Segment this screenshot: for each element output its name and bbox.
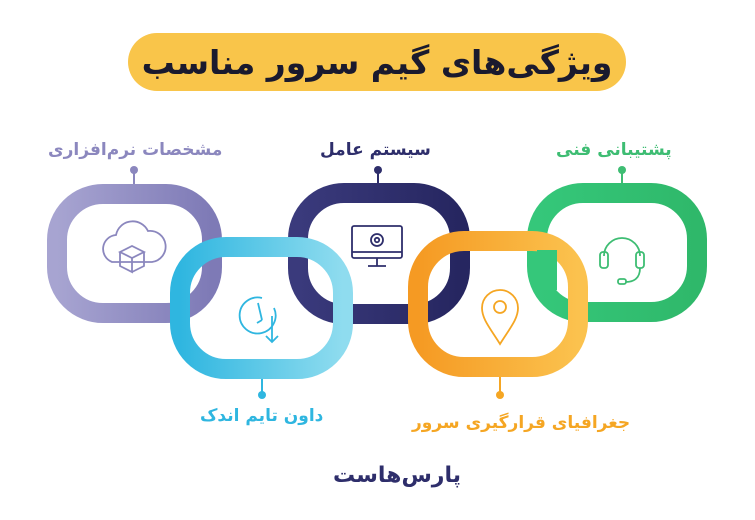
ring-downtime [170, 237, 353, 379]
label-os: سیستم عامل [320, 140, 431, 160]
label-geo: جغرافیای قرارگیری سرور [412, 413, 631, 433]
monitor-gear-icon [351, 225, 403, 267]
title-banner: ویژگی‌های گیم سرور مناسب [128, 33, 626, 91]
headset-icon [599, 237, 645, 285]
ring-geo [408, 231, 588, 377]
cloud-box-icon [102, 220, 167, 274]
label-software: مشخصات نرم‌افزاری [48, 140, 223, 160]
label-support: پشتیبانی فنی [556, 140, 672, 160]
label-downtime: داون تایم اندک [200, 406, 324, 426]
brand-logo: پارس‌هاست [333, 463, 461, 488]
stopwatch-icon [238, 296, 279, 344]
page-title: ویژگی‌های گیم سرور مناسب [141, 42, 613, 82]
connector-geo [496, 375, 504, 399]
location-pin-icon [481, 289, 519, 346]
